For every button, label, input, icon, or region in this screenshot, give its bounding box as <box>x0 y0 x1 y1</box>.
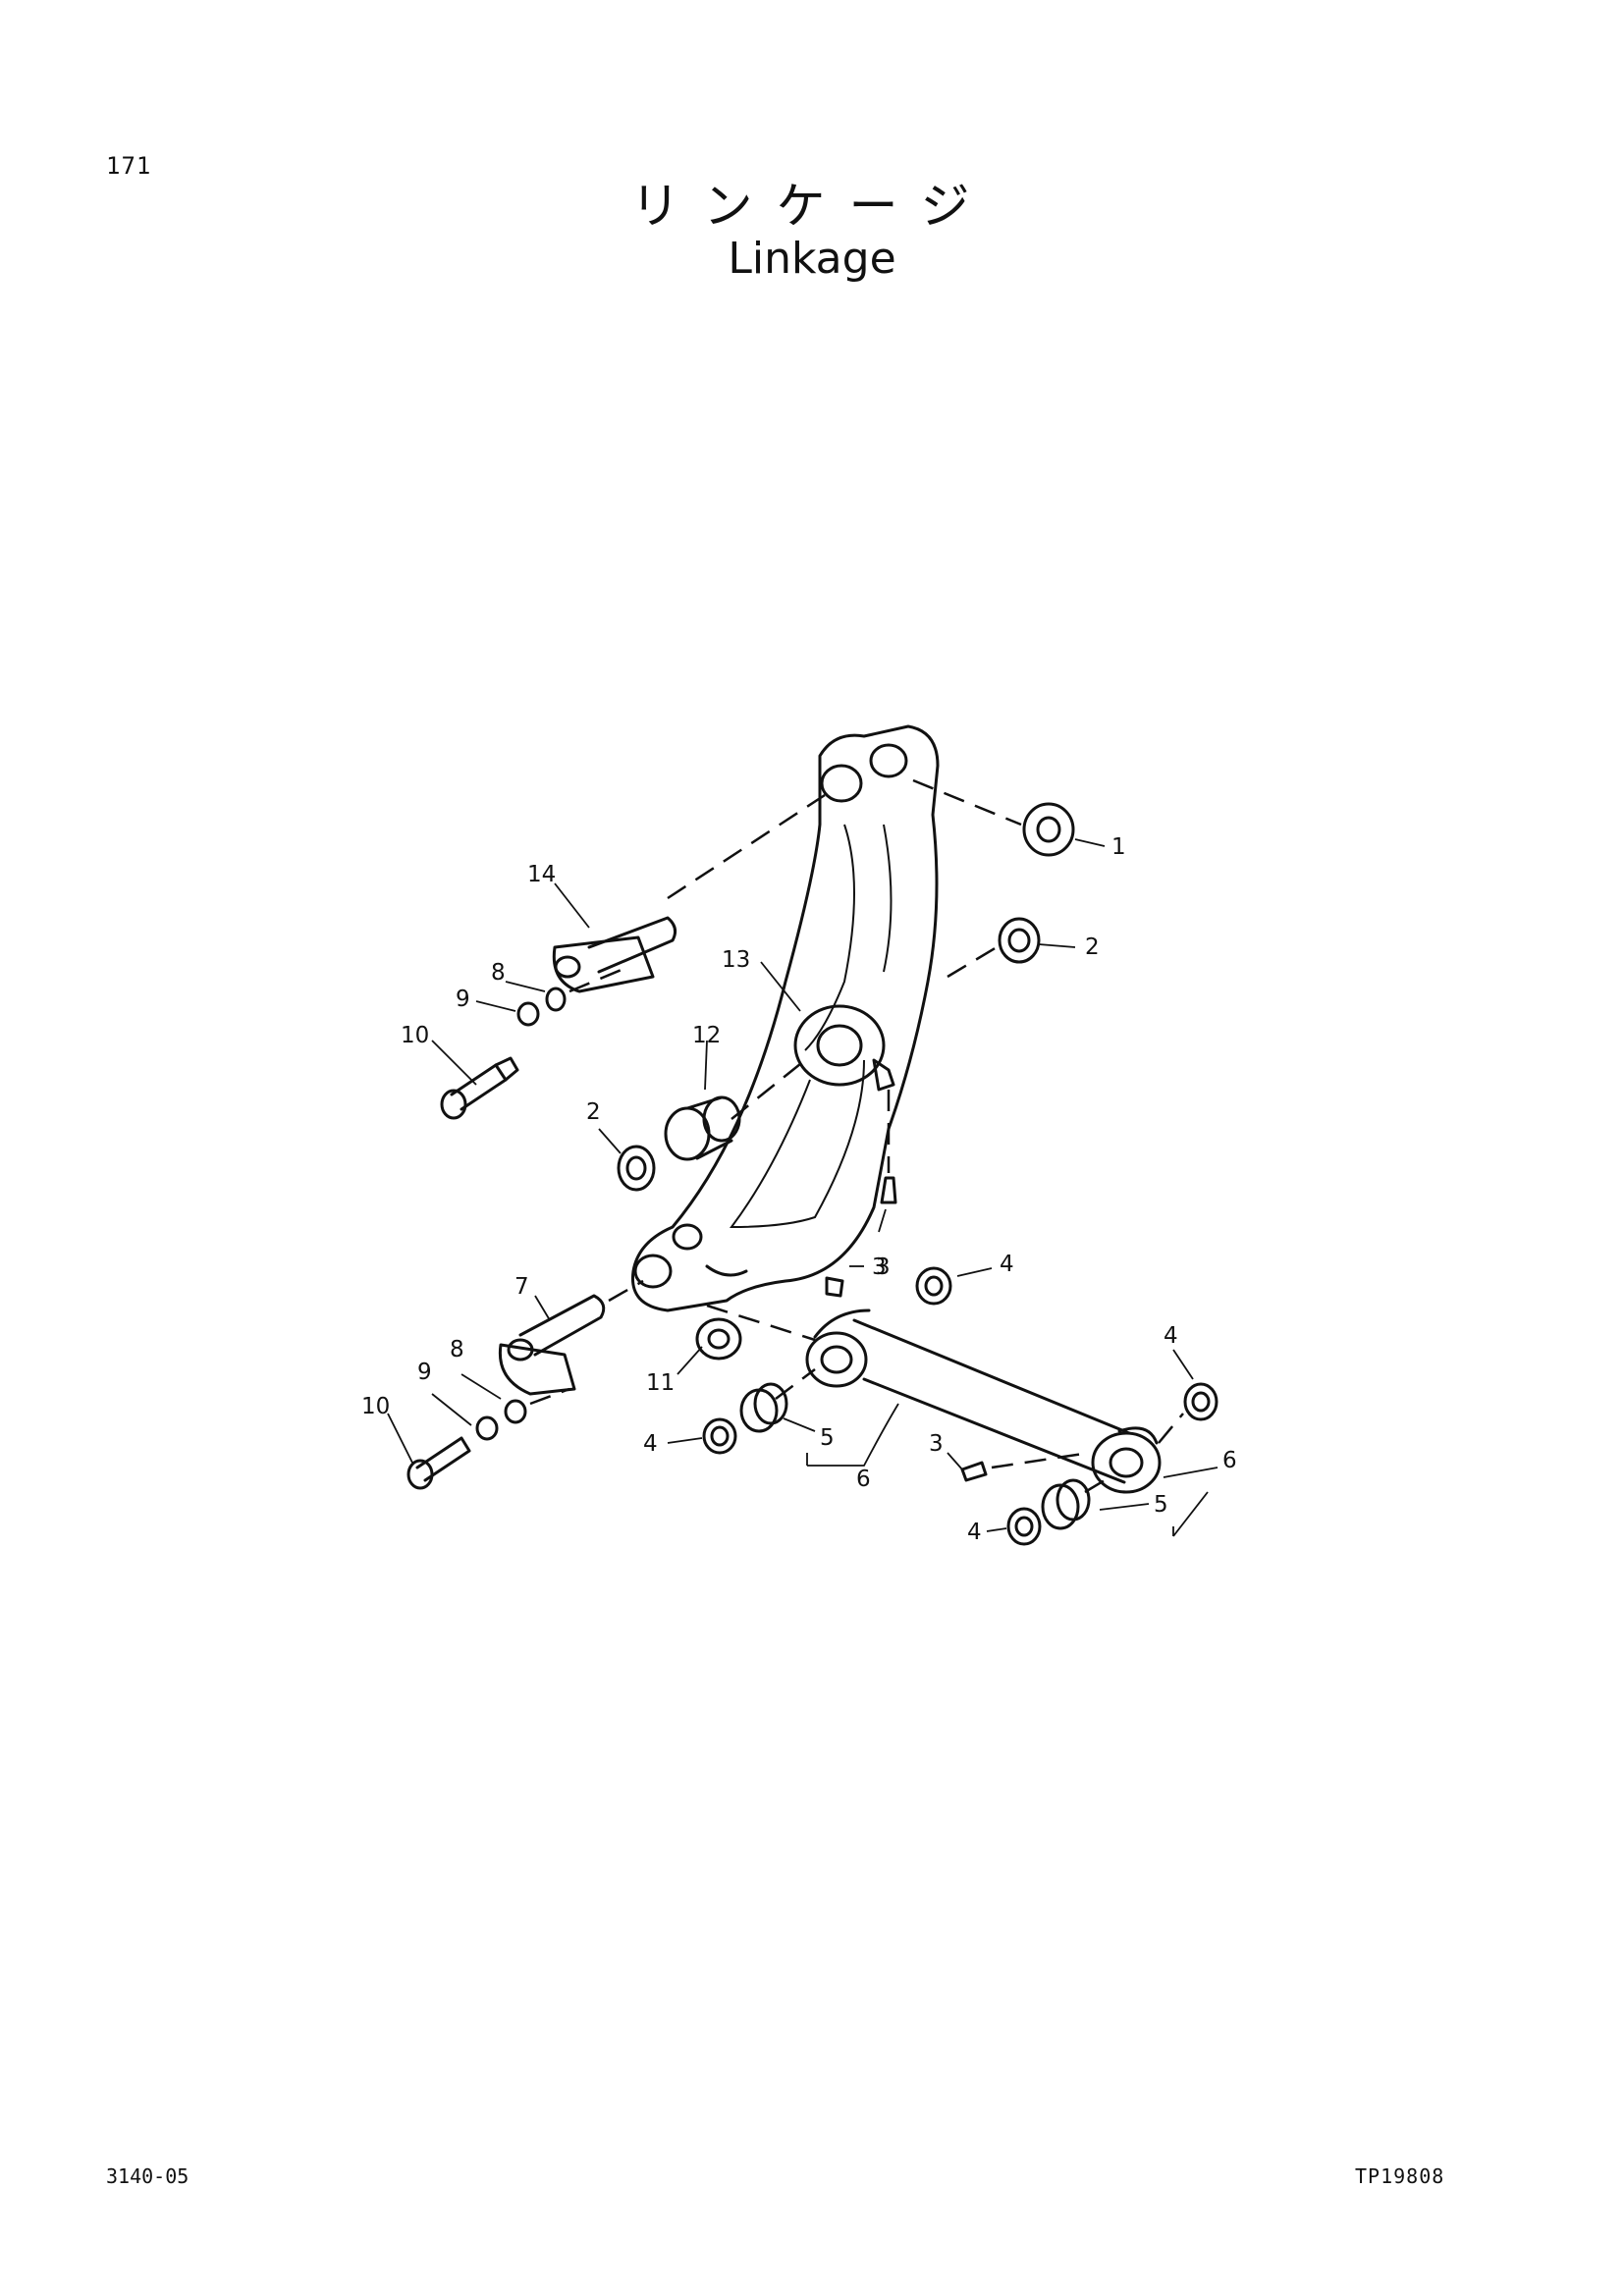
callout-9-bottom: 9 <box>417 1360 432 1385</box>
callout-6-right: 6 <box>1222 1448 1237 1473</box>
callout-9-top: 9 <box>456 987 470 1012</box>
assembly-line-plate14 <box>568 965 629 993</box>
title-japanese: リンケージ <box>630 178 994 235</box>
assembly-line-plate7 <box>529 1387 570 1406</box>
callout-8-top: 8 <box>491 960 506 986</box>
link-arm <box>630 724 940 1312</box>
washer-11 <box>695 1317 742 1361</box>
bushing-5-a <box>739 1382 788 1433</box>
callout-4-left: 4 <box>643 1431 658 1457</box>
title-english: Linkage <box>728 234 896 284</box>
callout-10-top: 10 <box>401 1023 429 1048</box>
callout-2-left: 2 <box>586 1099 601 1125</box>
bushing-8-top <box>545 987 567 1012</box>
bushing-5-b <box>1041 1478 1091 1530</box>
bushing-12 <box>664 1095 741 1161</box>
callout-13: 13 <box>722 947 750 973</box>
assembly-line-washer1 <box>912 778 1022 827</box>
assembly-line-bush4 <box>1158 1413 1184 1444</box>
washer-1 <box>1022 802 1075 857</box>
callout-14: 14 <box>527 862 556 887</box>
assembly-line-bush5b <box>1084 1475 1110 1494</box>
bushing-8-bottom <box>504 1399 527 1424</box>
footer-reference: TP19808 <box>1355 2164 1445 2188</box>
callout-5-right: 5 <box>1154 1492 1168 1518</box>
rod-6 <box>805 1308 1162 1494</box>
callout-7: 7 <box>514 1274 529 1300</box>
grease-fitting-3-low <box>960 1461 988 1482</box>
bushing-4-b <box>1183 1382 1218 1421</box>
callout-4-right: 4 <box>1164 1323 1178 1349</box>
callout-4-bottom: 4 <box>967 1520 982 1545</box>
callout-10-bottom: 10 <box>361 1394 390 1419</box>
washer-9-top <box>516 1001 540 1027</box>
callout-11: 11 <box>646 1370 675 1396</box>
callout-2-right: 2 <box>1085 934 1100 960</box>
bolt-10-bottom <box>406 1436 471 1490</box>
callout-3-lower: 3 <box>929 1431 944 1457</box>
assembly-line-bushing12 <box>731 1059 806 1120</box>
callout-4-upper: 4 <box>1000 1252 1014 1277</box>
callout-3-mid: 3 <box>872 1255 887 1280</box>
seal-2-left <box>617 1145 656 1192</box>
pin-7 <box>498 1294 606 1396</box>
footer-code: 3140-05 <box>106 2164 189 2188</box>
assembly-line-grease-low <box>991 1451 1091 1469</box>
callout-3-upper: 3 <box>876 1255 891 1280</box>
grease-fitting-3-mid <box>825 1276 844 1298</box>
assembly-line-pin14 <box>667 793 826 900</box>
callout-5-left: 5 <box>820 1425 835 1451</box>
assembly-line-washer11 <box>706 1304 816 1342</box>
bushing-4-d <box>1006 1507 1042 1546</box>
bushing-4-a <box>915 1266 952 1306</box>
assembly-line-bush5 <box>775 1368 816 1400</box>
bushing-4-c <box>702 1417 737 1455</box>
seal-2-right <box>998 917 1041 964</box>
bolt-10-top <box>440 1056 519 1120</box>
assembly-line-pin7 <box>608 1279 644 1303</box>
washer-9-bottom <box>475 1415 499 1441</box>
pin-14 <box>552 916 677 993</box>
callout-12: 12 <box>692 1023 721 1048</box>
callout-8-bottom: 8 <box>450 1337 464 1362</box>
callout-6-left: 6 <box>856 1467 871 1492</box>
page-number: 171 <box>106 152 152 180</box>
callout-1: 1 <box>1111 834 1126 860</box>
assembly-line-seal2 <box>947 945 998 979</box>
grease-fitting-3-upper <box>880 1176 897 1204</box>
